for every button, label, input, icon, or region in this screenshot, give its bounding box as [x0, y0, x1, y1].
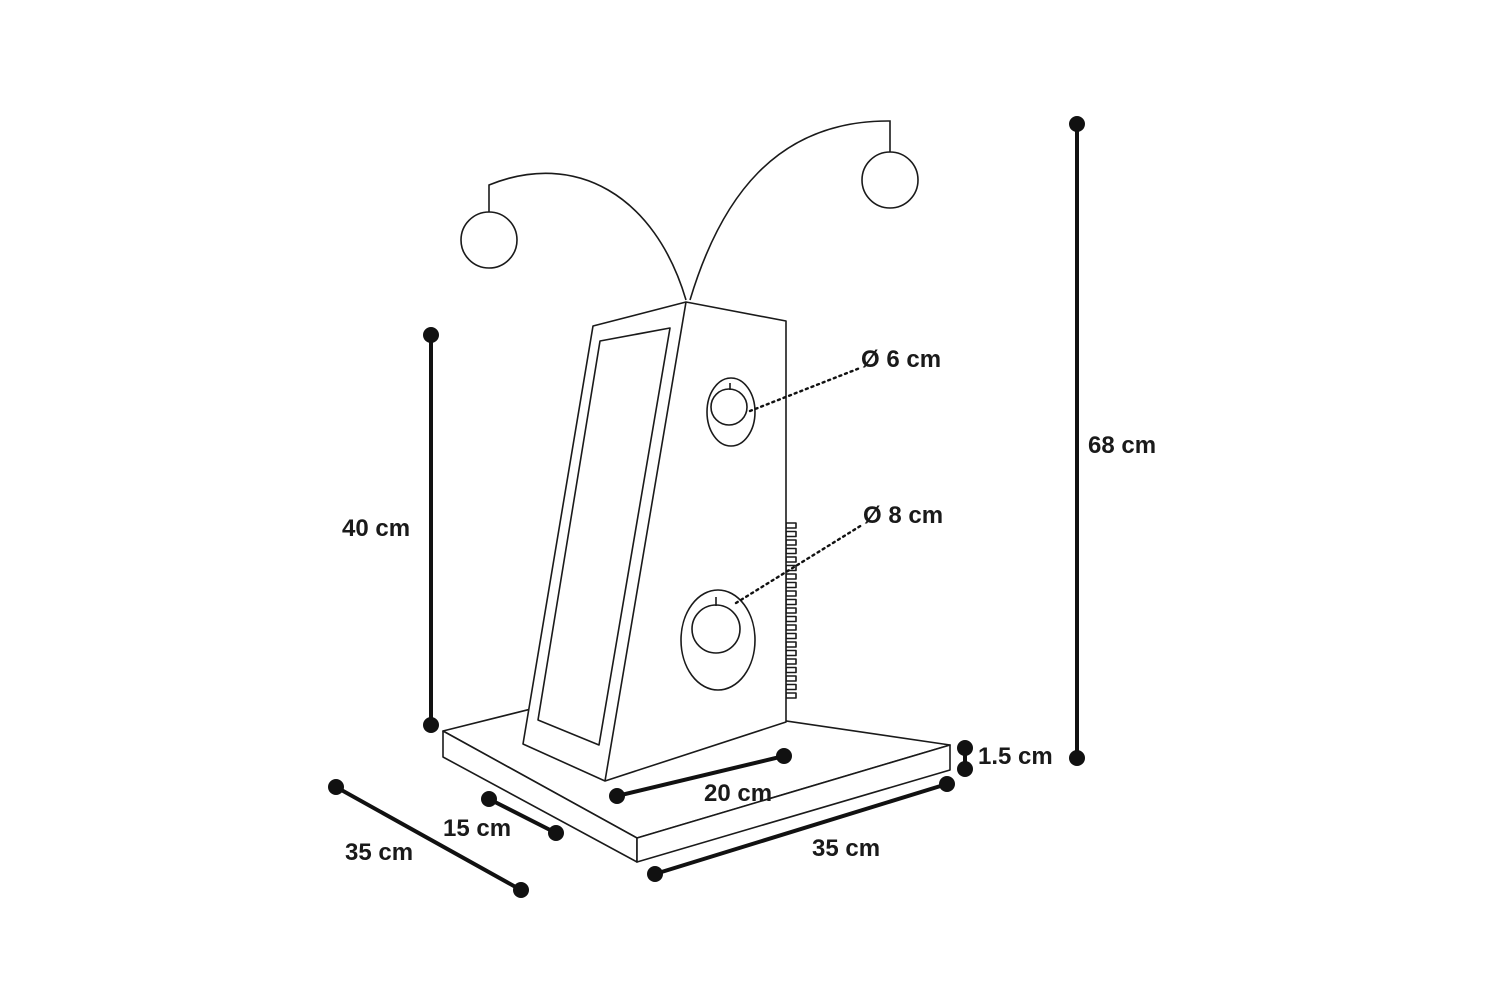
label-hole-small: Ø 6 cm	[861, 346, 941, 373]
dimension-base-width	[647, 776, 955, 882]
label-base-thickness: 1.5 cm	[978, 743, 1053, 770]
dimension-total-height	[1069, 116, 1085, 766]
toy-wands	[460, 120, 919, 301]
ladder-rung	[785, 658, 797, 665]
ladder-rung	[785, 615, 797, 623]
side-ladder	[785, 522, 797, 699]
ladder-rung	[785, 649, 797, 657]
ladder-rung	[785, 556, 797, 563]
dimension-post-depth	[481, 791, 564, 841]
ladder-rung	[785, 522, 797, 529]
dimension-base-thickness	[957, 740, 973, 777]
ladder-rung	[785, 573, 797, 580]
label-post-depth: 15 cm	[443, 815, 511, 842]
ladder-rung	[785, 683, 797, 691]
toy-ball-left	[460, 211, 518, 269]
ladder-rung	[785, 666, 797, 674]
scratch-panel	[537, 327, 671, 746]
hole-large-leader	[734, 523, 864, 605]
label-hole-large: Ø 8 cm	[863, 502, 943, 529]
ladder-rung	[785, 624, 797, 631]
ladder-rung	[785, 675, 797, 682]
ladder-rung	[785, 547, 797, 555]
hole-small-leader	[748, 366, 862, 413]
dimension-post-height	[423, 327, 439, 733]
scratching-post	[522, 301, 787, 782]
dimension-post-width	[609, 748, 792, 804]
ladder-rung	[785, 692, 797, 699]
toy-ball-right	[861, 151, 919, 209]
ladder-rung	[785, 590, 797, 597]
label-base-depth: 35 cm	[345, 839, 413, 866]
label-post-height: 40 cm	[342, 515, 410, 542]
hole-large	[680, 589, 756, 691]
ladder-rung	[785, 581, 797, 589]
ladder-rung	[785, 607, 797, 614]
ladder-rung	[785, 632, 797, 640]
ladder-rung	[785, 598, 797, 606]
ladder-rung	[785, 641, 797, 648]
ladder-rung	[785, 530, 797, 538]
label-post-width: 20 cm	[704, 780, 772, 807]
hole-small	[706, 377, 756, 447]
label-total-height: 68 cm	[1088, 432, 1156, 459]
ladder-rung	[785, 539, 797, 546]
label-base-width: 35 cm	[812, 835, 880, 862]
dimension-base-depth	[328, 779, 529, 898]
